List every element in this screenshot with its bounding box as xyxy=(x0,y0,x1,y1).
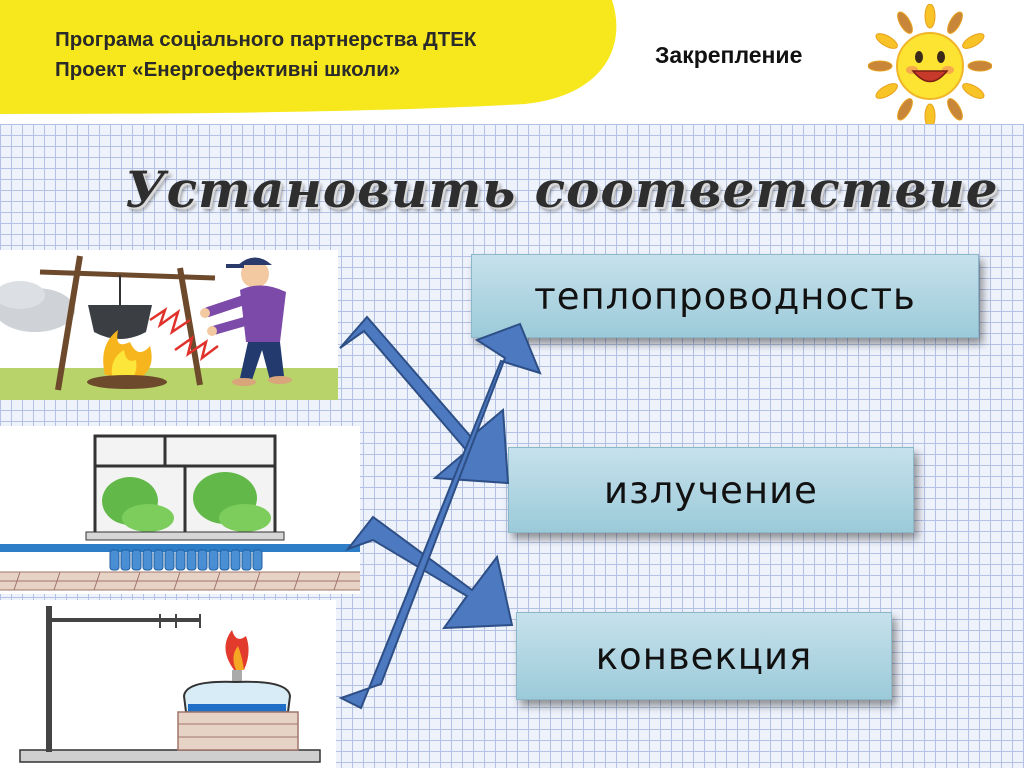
header-band xyxy=(0,0,617,114)
burner-flask-picture xyxy=(0,600,336,768)
arrow-window-to-convection[interactable] xyxy=(345,515,514,630)
term-convection[interactable]: конвекция xyxy=(516,612,892,700)
term-thermal-conduction[interactable]: теплопроводность xyxy=(471,254,979,338)
term-radiation[interactable]: излучение xyxy=(508,447,914,533)
section-label: Закрепление xyxy=(655,42,803,68)
program-name: Програма соціального партнерства ДТЕК xyxy=(55,28,477,51)
window-radiator-picture xyxy=(0,426,360,594)
slide-title: Установить соответствие xyxy=(125,160,999,219)
arrow-burner-to-thermal-conduction[interactable] xyxy=(338,322,542,710)
campfire-picture xyxy=(0,250,338,400)
project-name: Проект «Енергоефективні школи» xyxy=(55,58,401,81)
sun-icon xyxy=(868,4,992,128)
arrow-campfire-to-radiation[interactable] xyxy=(339,315,510,485)
